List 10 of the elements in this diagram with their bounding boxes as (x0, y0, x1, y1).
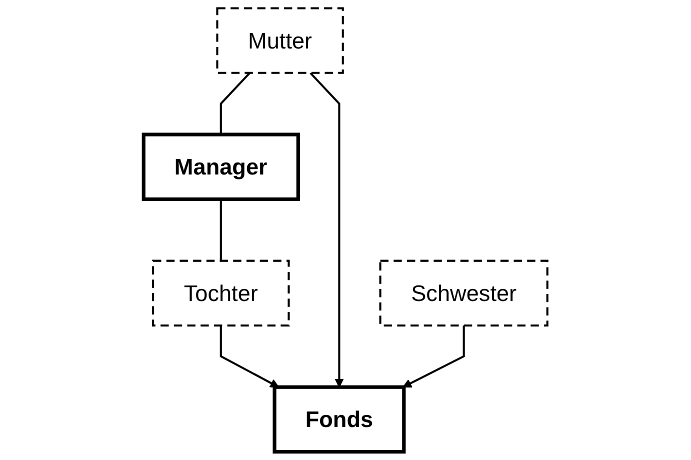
node-box: Mutter (216, 7, 344, 74)
connector (220, 72, 250, 134)
node-box: Tochter (152, 260, 290, 327)
node-box: Fonds (272, 385, 406, 454)
node-box: Schwester (379, 260, 548, 327)
arrow (220, 326, 280, 388)
arrow (402, 326, 465, 388)
arrow (310, 72, 344, 388)
node-box: Manager (142, 132, 300, 201)
connector (220, 199, 222, 261)
